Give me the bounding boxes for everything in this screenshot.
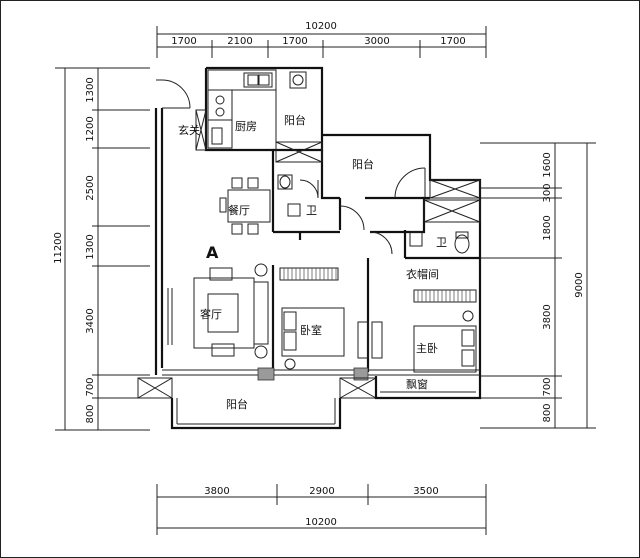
left-dimension-7: 800 — [85, 404, 96, 423]
right-dimension-5: 700 — [542, 377, 553, 396]
bay-window — [374, 376, 482, 400]
closet-partition — [357, 321, 383, 359]
left-total-dimension: 11200 — [53, 232, 64, 264]
right-dimension-labels: 9000 1600 300 1800 3800 700 800 — [542, 152, 585, 422]
room-label-bath-2: 卫 — [436, 236, 447, 249]
right-dimension-chain — [480, 142, 596, 429]
room-label-balcony-bottom: 阳台 — [226, 397, 248, 411]
room-label-bath-1: 卫 — [306, 204, 317, 217]
bedroom-wardrobe — [279, 267, 339, 281]
top-total-dimension: 10200 — [305, 21, 337, 32]
kitchen-fixtures — [207, 69, 307, 149]
master-bed — [413, 310, 477, 373]
right-dimension-2: 300 — [542, 183, 553, 202]
room-label-master-bedroom: 主卧 — [416, 342, 438, 355]
room-label-kitchen: 厨房 — [235, 120, 257, 133]
bottom-dimension-3: 3500 — [413, 486, 438, 497]
room-label-entrance: 玄关 — [178, 123, 200, 137]
top-dimension-chain — [156, 26, 487, 58]
top-dimension-2: 2100 — [227, 36, 252, 47]
bottom-dimension-2: 2900 — [309, 486, 334, 497]
left-dimension-chain — [55, 67, 150, 431]
bottom-total-dimension: 10200 — [305, 517, 337, 528]
right-total-dimension: 9000 — [574, 272, 585, 297]
left-dimension-labels: 11200 1300 1200 2500 1300 3400 700 800 — [53, 77, 96, 423]
right-dimension-6: 800 — [542, 403, 553, 422]
room-label-closet: 衣帽间 — [406, 267, 439, 281]
entrance-door — [156, 79, 191, 109]
room-label-balcony-mid: 阳台 — [352, 157, 374, 171]
left-dimension-2: 1200 — [85, 116, 96, 141]
top-dimension-1: 1700 — [171, 36, 196, 47]
bathroom-2-fixtures — [339, 199, 481, 255]
top-dimension-3: 1700 — [282, 36, 307, 47]
room-label-dining: 餐厅 — [228, 203, 250, 217]
room-label-living: 客厅 — [200, 307, 222, 321]
bottom-dimension-1: 3800 — [204, 486, 229, 497]
left-dimension-3: 2500 — [85, 175, 96, 200]
bottom-dimension-chain — [156, 484, 487, 535]
closet-wardrobe — [413, 289, 477, 303]
room-label-balcony-top: 阳台 — [284, 113, 306, 127]
balcony-mid-door — [394, 167, 481, 199]
right-dimension-1: 1600 — [542, 152, 553, 177]
bottom-balcony — [137, 377, 377, 430]
south-windows — [162, 367, 480, 381]
left-dimension-4: 1300 — [85, 234, 96, 259]
left-dimension-5: 3400 — [85, 308, 96, 333]
bathroom-1-fixtures — [275, 141, 323, 217]
top-dimension-4: 3000 — [364, 36, 389, 47]
right-dimension-4: 3800 — [542, 304, 553, 329]
room-label-bedroom: 卧室 — [300, 323, 322, 337]
living-room-furniture — [167, 263, 269, 359]
unit-marker: A — [206, 243, 219, 262]
right-dimension-3: 1800 — [542, 215, 553, 240]
top-dimension-5: 1700 — [440, 36, 465, 47]
entrance-cabinet — [195, 109, 207, 151]
bedroom-bed — [281, 307, 345, 370]
dining-set — [219, 177, 271, 235]
room-label-bay-window: 飘窗 — [406, 377, 428, 391]
left-dimension-1: 1300 — [85, 77, 96, 102]
left-dimension-6: 700 — [85, 377, 96, 396]
